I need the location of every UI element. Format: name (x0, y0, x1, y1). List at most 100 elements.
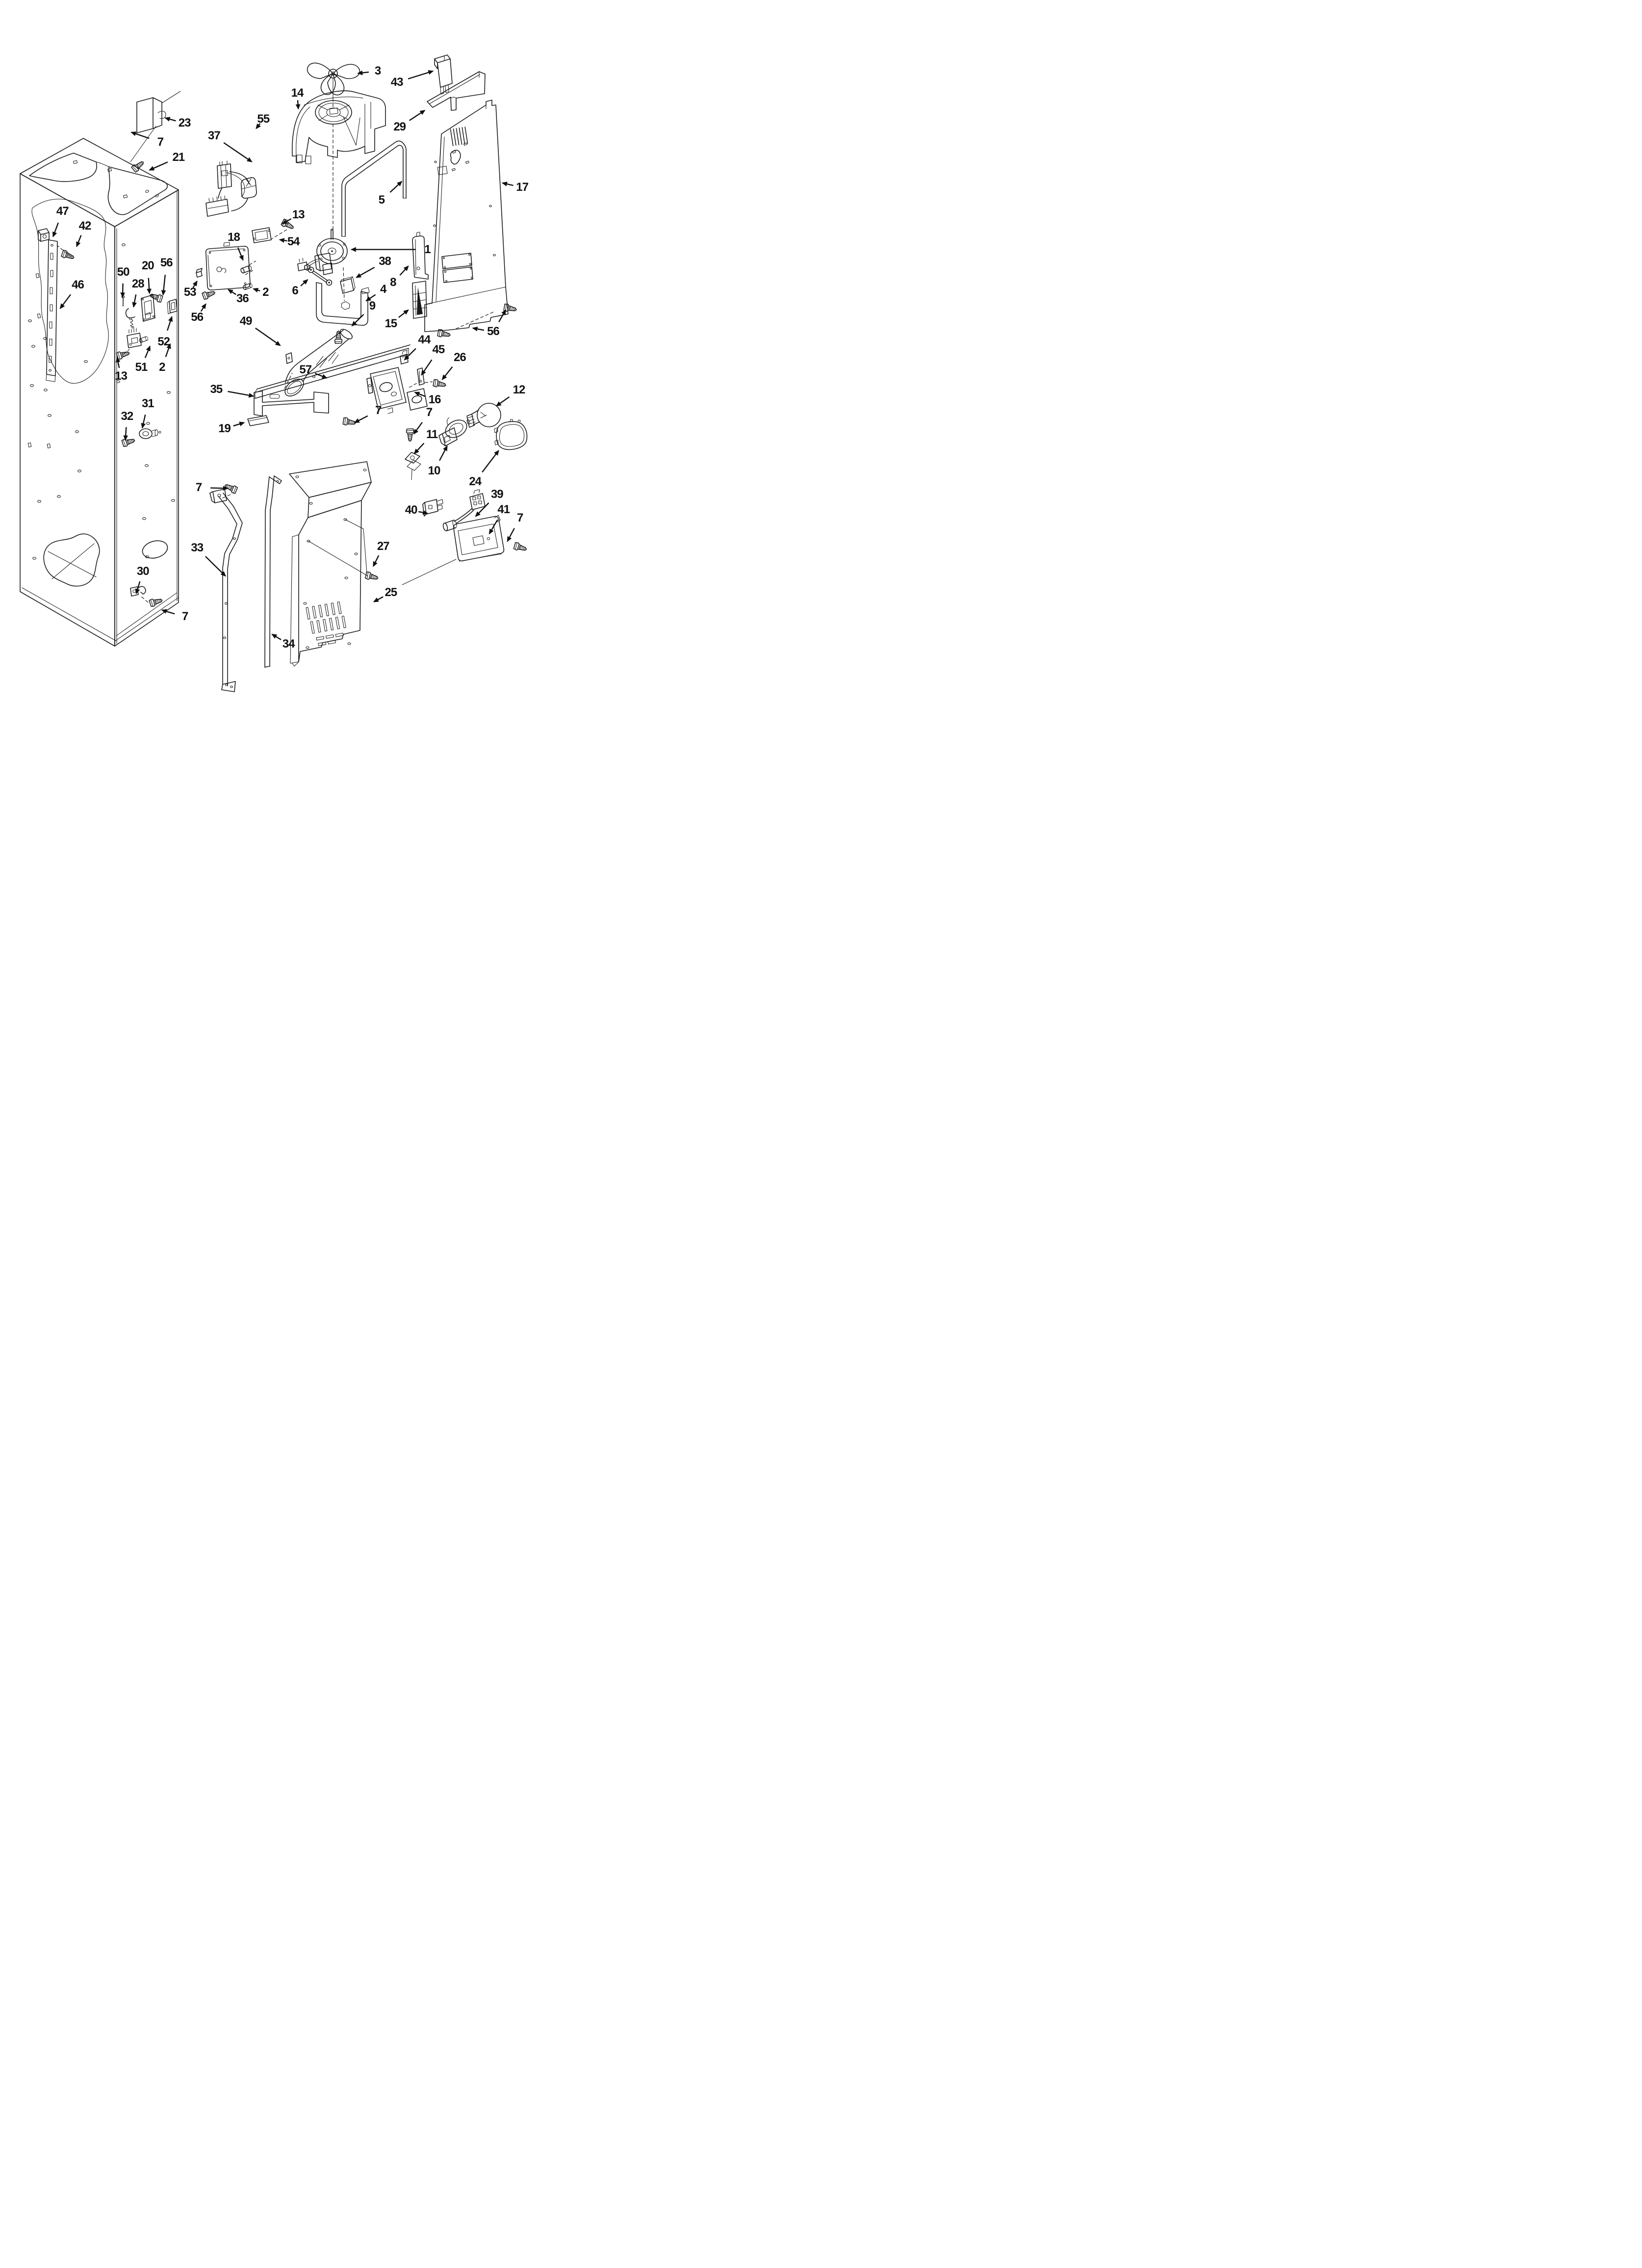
callout-18: 18 (228, 230, 240, 244)
light-shield-24 (494, 419, 528, 450)
thermistor-39 (442, 489, 486, 531)
callout-56: 56 (160, 256, 173, 270)
callout-arrow (135, 581, 141, 595)
plug-55 (240, 177, 257, 199)
callout-arrow (149, 161, 168, 171)
callout-arrow (421, 359, 433, 376)
callout-37: 37 (207, 129, 221, 143)
callout-arrow (255, 327, 281, 346)
wire-clamp-11 (405, 452, 421, 480)
callout-arrow (354, 415, 368, 423)
damper-plate-assembly (366, 367, 407, 414)
motor-link-6 (304, 264, 333, 286)
spacer-45 (417, 367, 425, 386)
callout-12: 12 (513, 383, 526, 397)
callout-6: 6 (292, 284, 298, 298)
callout-14: 14 (291, 86, 304, 100)
callout-7: 7 (517, 511, 523, 524)
screw-7-clamp (406, 428, 414, 442)
callout-arrow (200, 303, 206, 312)
screw-32 (121, 436, 136, 448)
callout-15: 15 (385, 316, 397, 330)
callout-arrow (115, 357, 121, 368)
callout-30: 30 (136, 564, 150, 578)
cabinet-liner (20, 138, 179, 647)
callout-arrow (76, 235, 82, 247)
callout-arrow (356, 266, 375, 278)
screw-7-plate (342, 417, 357, 427)
callout-arrow (482, 450, 499, 473)
callout-arrow (498, 309, 507, 322)
callout-41: 41 (497, 502, 510, 516)
callout-33: 33 (191, 541, 204, 555)
defrost-board-54 (252, 227, 272, 243)
top-liner-flange-21 (29, 153, 168, 215)
callout-arrow (227, 289, 236, 295)
cover-plate-36 (205, 242, 257, 290)
callout-52: 52 (157, 335, 170, 348)
screw-13-left (116, 349, 131, 361)
access-panel-25 (289, 461, 372, 667)
callout-arrow (413, 422, 423, 435)
callout-43: 43 (390, 75, 404, 89)
callout-arrow (237, 247, 244, 261)
callout-arrow (164, 117, 176, 122)
callout-11: 11 (426, 428, 438, 442)
callout-arrow (373, 555, 380, 567)
callout-51: 51 (135, 360, 148, 374)
callout-arrow (398, 309, 409, 318)
callout-19: 19 (218, 421, 231, 435)
callout-4: 4 (380, 283, 386, 296)
motor-bracket-4 (316, 282, 370, 326)
callout-arrow (389, 181, 403, 193)
callout-arrow (130, 131, 150, 139)
callout-arrow (373, 596, 384, 602)
corner-block-47 (38, 228, 50, 242)
callout-7: 7 (426, 406, 433, 419)
pad-38 (340, 276, 356, 294)
callout-36: 36 (236, 291, 249, 305)
gasket-arch-5 (341, 140, 407, 237)
callout-arrow (141, 414, 146, 429)
callout-arrow (279, 238, 287, 243)
callout-3: 3 (374, 64, 381, 78)
gasket-16 (407, 388, 428, 411)
callout-20: 20 (141, 259, 154, 273)
callout-23: 23 (178, 116, 191, 130)
spring-clip-28 (125, 308, 135, 329)
callout-28: 28 (131, 277, 145, 291)
callout-arrow (167, 316, 173, 331)
callout-arrow (351, 313, 364, 327)
diagram-artwork (20, 54, 528, 692)
callout-arrow (414, 391, 426, 397)
callout-25: 25 (385, 586, 397, 600)
callout-arrow (365, 294, 376, 302)
callout-29: 29 (393, 120, 406, 133)
callout-arrow (282, 218, 292, 225)
screw-7-bottom-cabinet (149, 596, 164, 608)
callout-arrow (408, 70, 434, 79)
cover-52 (167, 299, 178, 314)
callout-56: 56 (191, 311, 204, 324)
rear-panel-17 (424, 100, 509, 332)
latch-pin-50 (121, 295, 125, 307)
left-wall-holes (27, 273, 88, 560)
callout-arrow (507, 528, 515, 542)
callout-16: 16 (428, 393, 441, 407)
callout-arrow (357, 70, 369, 76)
callout-38: 38 (379, 255, 391, 268)
callout-10: 10 (428, 464, 441, 478)
back-wall-holes (116, 243, 175, 559)
clip-53 (196, 268, 203, 278)
callout-13: 13 (115, 369, 128, 383)
callout-arrows (52, 70, 515, 640)
screw-7-control (513, 542, 528, 553)
strip-8 (412, 232, 429, 280)
callout-arrow (192, 280, 198, 288)
callout-39: 39 (490, 487, 504, 501)
callout-arrow (441, 366, 453, 380)
shelf-rail-57 (255, 344, 410, 399)
liner-gasket-outline (31, 199, 109, 384)
bracket-43 (434, 54, 453, 95)
